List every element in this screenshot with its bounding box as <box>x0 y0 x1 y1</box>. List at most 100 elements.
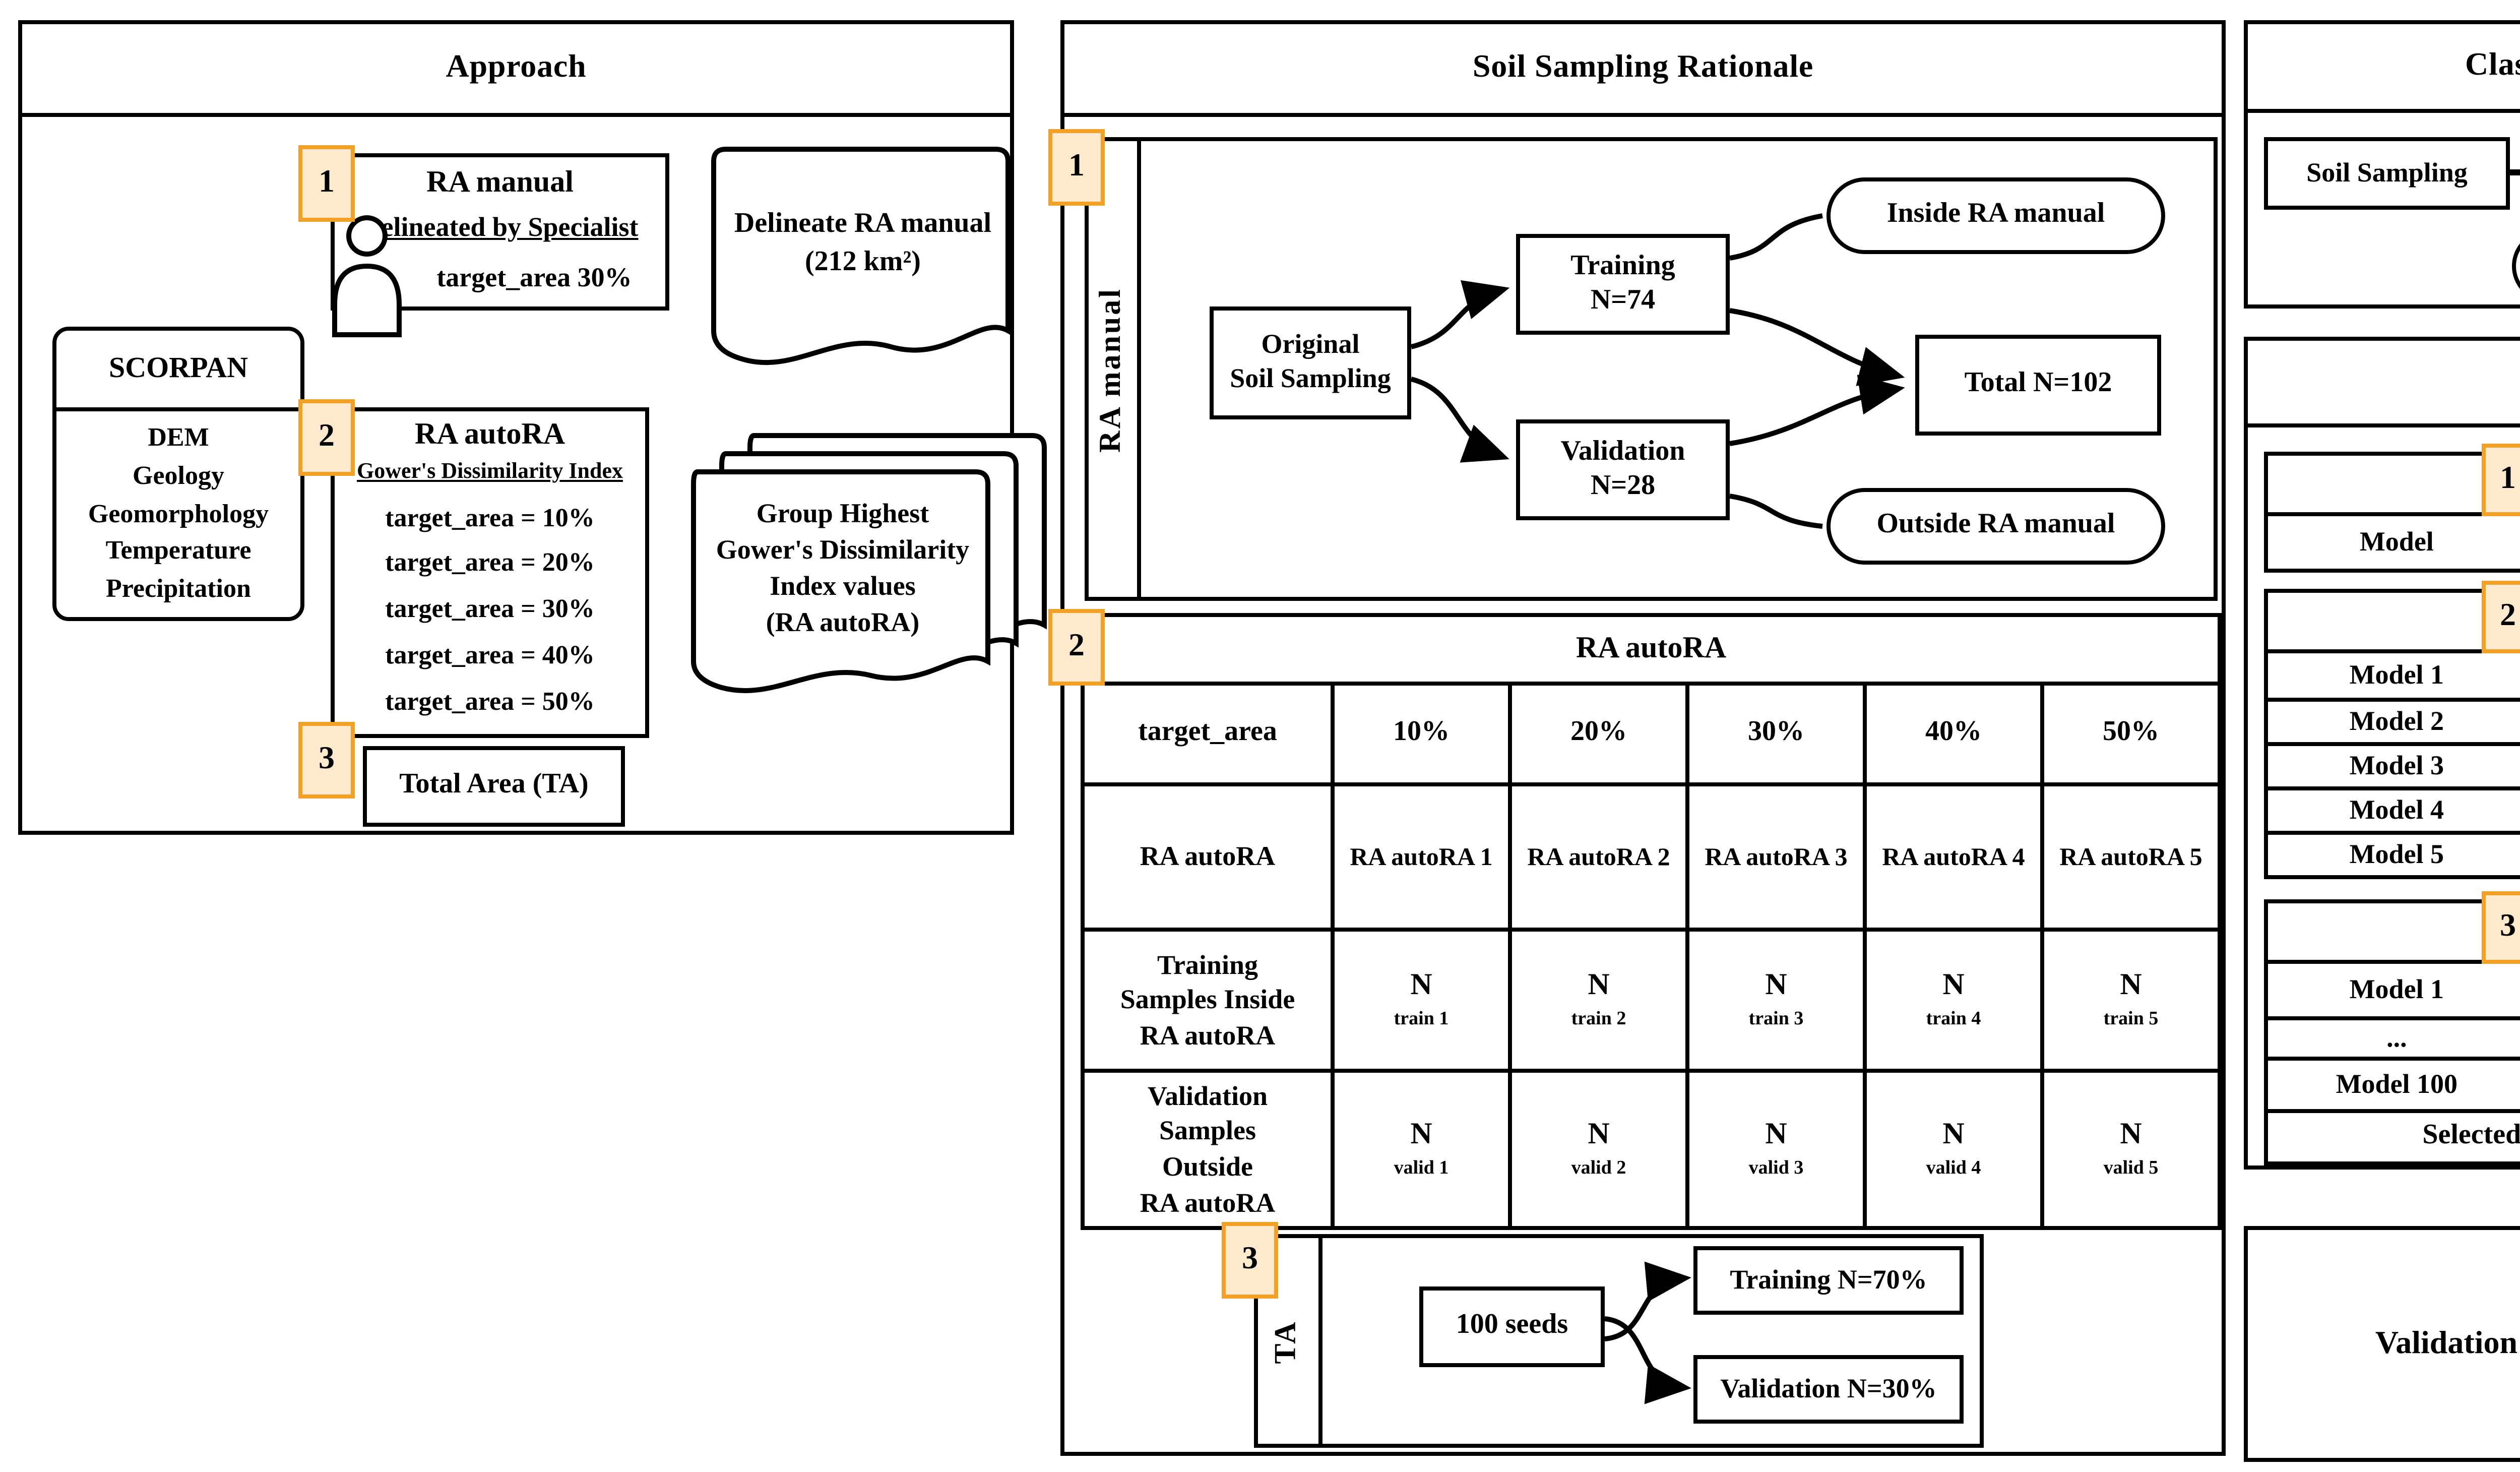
ra-autora-table: RA autoRA target_area 10% 20% 30% 40% 50… <box>1081 613 2222 1230</box>
delineate-document-shape <box>711 147 1011 365</box>
row-label: Validation Samples Outside RA autoRA <box>1085 1069 1331 1226</box>
ra-autora-grid: target_area 10% 20% 30% 40% 50% RA autoR… <box>1085 686 2218 1226</box>
scorpan-title: SCORPAN <box>56 331 300 411</box>
group-doc-line: Group Highest <box>756 497 929 528</box>
approach-panel: Approach 1 RA manual Delineated by Speci… <box>18 20 1047 835</box>
training-line2: N=74 <box>1590 286 1656 317</box>
target-area-item: target_area = 50% <box>385 685 595 715</box>
ra-autora-title: RA autoRA <box>414 419 565 452</box>
t2-model: Model 5 <box>2268 831 2520 875</box>
validation-30-label: Validation N=30% <box>1720 1372 1937 1403</box>
modeling-badge-2: 2 <box>2482 581 2520 653</box>
t3-cell: Model 100 <box>2268 1057 2520 1109</box>
t2-model: Model 4 <box>2268 786 2520 831</box>
original-line2: Soil Sampling <box>1230 363 1391 393</box>
original-soil-sampling-box: Original Soil Sampling <box>1210 306 1411 419</box>
t2-model: Model 3 <box>2268 742 2520 786</box>
ra-manual-title: RA manual <box>426 167 574 200</box>
cell: RA autoRA 4 <box>1863 782 2040 928</box>
col-header: 30% <box>1685 686 1863 782</box>
modeling-badge-1: 1 <box>2482 444 2520 516</box>
ra-autora-items: target_area = 10% target_area = 20% targ… <box>385 495 595 724</box>
seeds-box: 100 seeds <box>1419 1286 1605 1367</box>
t3-cell: ... <box>2268 1016 2520 1057</box>
cell: RA autoRA 3 <box>1685 782 1863 928</box>
stacked-documents-text: Group Highest Gower's Dissimilarity Inde… <box>696 484 990 653</box>
target-area-item: target_area = 10% <box>385 501 595 531</box>
target-area-item: target_area = 20% <box>385 547 595 577</box>
ta-flow-section: TA 100 seeds Training N=70% Validation N… <box>1254 1234 1984 1448</box>
modeling-table-ra-manual: RA manual Model Training N=74 Validation… <box>2264 452 2520 573</box>
cell: RA autoRA 1 <box>1331 782 1508 928</box>
row-label: RA autoRA <box>1085 782 1331 928</box>
total-n102-box: Total N=102 <box>1915 335 2161 436</box>
modeling-panel-title: Modeling <box>2248 341 2520 427</box>
training-line1: Training <box>1570 251 1675 281</box>
soil-sampling-label: Soil Sampling <box>2306 156 2468 187</box>
rationale-badge-3: 3 <box>1222 1222 1278 1299</box>
scorpan-item: Geomorphology <box>88 497 269 528</box>
t3-cell: Model 1 <box>2349 974 2444 1004</box>
seeds-label: 100 seeds <box>1456 1311 1568 1341</box>
specialist-person-icon <box>332 215 402 337</box>
inside-label: Inside RA manual <box>1886 200 2105 230</box>
rationale-panel: Soil Sampling Rationale 1 RA manual Orig… <box>1048 20 2226 1456</box>
original-line1: Original <box>1261 329 1360 359</box>
total-area-box: Total Area (TA) <box>363 746 625 827</box>
delineate-line1: Delineate RA manual <box>734 210 992 240</box>
taxonomy-panel-title: Classifying Soil Taxonomy <box>2248 24 2520 113</box>
training-70-box: Training N=70% <box>1693 1246 1964 1315</box>
t2-model: Model 1 <box>2349 659 2444 690</box>
ra-autora-table-title: RA autoRA <box>1085 617 2218 686</box>
target-variable-stadium: Target Variable <box>2512 230 2520 302</box>
scorpan-box: SCORPAN DEM Geology Geomorphology Temper… <box>52 327 304 621</box>
modeling-table-ta: TA Model 1 Training N=70% Validation N=3… <box>2264 899 2520 1166</box>
modeling-t1-title: RA manual <box>2268 456 2520 516</box>
col-header: 40% <box>1863 686 2040 782</box>
ra-manual-note: target_area 30% <box>436 261 632 292</box>
inside-ra-manual-stadium: Inside RA manual <box>1826 177 2165 254</box>
rationale-badge-2: 2 <box>1048 609 1105 686</box>
arrow-original-to-training <box>1410 280 1510 349</box>
rationale-badge-1: 1 <box>1048 129 1105 206</box>
validation-line2: N=28 <box>1590 472 1656 502</box>
ra-manual-flow-section: RA manual Original Soil Sampling Trainin… <box>1085 137 2218 601</box>
taxonomy-panel: Classifying Soil Taxonomy Soil Sampling … <box>2244 20 2520 309</box>
scorpan-item: Precipitation <box>106 573 251 604</box>
validation-n28-box: Validation N=28 <box>1516 419 1730 520</box>
modeling-t3-title: TA <box>2268 903 2520 964</box>
modeling-t2-title: RA autoRA <box>2268 593 2520 653</box>
row-label: Training Samples Inside RA autoRA <box>1085 928 1331 1069</box>
col-header: 10% <box>1331 686 1508 782</box>
col-header: 20% <box>1508 686 1685 782</box>
modeling-badge-3: 3 <box>2482 891 2520 964</box>
col-header: 50% <box>2040 686 2218 782</box>
validation-panel: Validation Overall Accuracy Kappa Index <box>2244 1226 2520 1462</box>
curve-training-to-inside <box>1729 213 1823 261</box>
ra-autora-box: RA autoRA Gower's Dissimilarity Index ta… <box>331 407 649 738</box>
total-label: Total N=102 <box>1964 370 2112 400</box>
rationale-panel-title: Soil Sampling Rationale <box>1064 24 2222 117</box>
col-header: target_area <box>1138 717 1277 748</box>
validation-line1: Validation <box>1560 437 1685 467</box>
step-badge-2: 2 <box>298 399 355 476</box>
scorpan-item: Temperature <box>105 535 251 566</box>
scorpan-item: Geology <box>133 459 224 489</box>
delineate-line2: (212 km²) <box>805 248 921 278</box>
target-area-item: target_area = 40% <box>385 639 595 669</box>
scorpan-item: DEM <box>148 421 209 452</box>
arrow-training-to-total <box>1729 308 1905 386</box>
cell: RA autoRA 5 <box>2040 782 2218 928</box>
arrow-original-to-validation <box>1410 377 1509 463</box>
delineate-document-text: Delineate RA manual (212 km²) <box>726 181 1000 311</box>
total-area-label: Total Area (TA) <box>399 771 589 801</box>
group-doc-line: Index values <box>770 571 916 601</box>
